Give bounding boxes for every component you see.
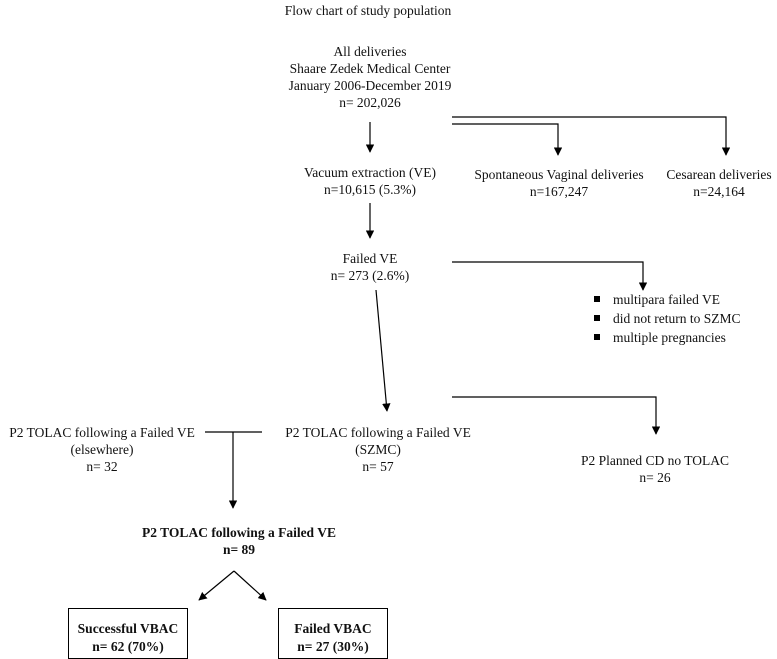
tolac-szmc-line-1: P2 TOLAC following a Failed VE xyxy=(285,425,471,440)
arrow-szmc-to-planned-cd xyxy=(452,396,661,435)
planned-cd-count: n= 26 xyxy=(639,470,671,485)
tolac-elsewhere-count: n= 32 xyxy=(86,459,118,474)
node-spontaneous-vaginal: Spontaneous Vaginal deliveries n=167,247 xyxy=(464,166,654,200)
node-tolac-total: P2 TOLAC following a Failed VE n= 89 xyxy=(134,524,344,558)
box-successful-vbac: Successful VBAC n= 62 (70%) xyxy=(68,608,188,659)
arrow-failed-to-szmc xyxy=(375,289,391,412)
node-all-deliveries: All deliveries Shaare Zedek Medical Cent… xyxy=(270,43,470,111)
failed-vbac-label: Failed VBAC xyxy=(294,621,372,636)
tolac-total-label: P2 TOLAC following a Failed VE xyxy=(142,525,336,540)
node-planned-cd: P2 Planned CD no TOLAC n= 26 xyxy=(565,452,745,486)
tolac-elsewhere-line-1: P2 TOLAC following a Failed VE xyxy=(9,425,195,440)
node-tolac-elsewhere: P2 TOLAC following a Failed VE (elsewher… xyxy=(2,424,202,475)
vacuum-extraction-count: n=10,615 (5.3%) xyxy=(324,182,416,197)
cesarean-label: Cesarean deliveries xyxy=(666,167,772,182)
all-deliveries-line-2: Shaare Zedek Medical Center xyxy=(289,61,451,76)
node-failed-ve: Failed VE n= 273 (2.6%) xyxy=(300,250,440,284)
node-tolac-szmc: P2 TOLAC following a Failed VE (SZMC) n=… xyxy=(278,424,478,475)
arrow-all-to-cesarean xyxy=(452,116,731,156)
all-deliveries-line-3: January 2006-December 2019 xyxy=(288,78,452,93)
exclusion-item: multiple pregnancies xyxy=(594,328,741,347)
successful-vbac-label: Successful VBAC xyxy=(77,621,179,636)
exclusion-item-label: multiple pregnancies xyxy=(613,330,726,345)
failed-ve-label: Failed VE xyxy=(342,251,398,266)
failed-vbac-count: n= 27 (30%) xyxy=(297,639,369,654)
planned-cd-label: P2 Planned CD no TOLAC xyxy=(580,453,729,468)
bullet-square-icon xyxy=(594,334,600,340)
exclusion-item-label: did not return to SZMC xyxy=(613,311,741,326)
cesarean-count: n=24,164 xyxy=(693,184,745,199)
arrow-failed-to-exclusions xyxy=(452,261,648,291)
arrow-total-to-failed xyxy=(233,570,267,601)
exclusion-list: multipara failed VE did not return to SZ… xyxy=(594,290,741,347)
spontaneous-vaginal-count: n=167,247 xyxy=(529,184,589,199)
node-cesarean: Cesarean deliveries n=24,164 xyxy=(664,166,774,200)
vacuum-extraction-label: Vacuum extraction (VE) xyxy=(304,165,436,180)
tolac-total-count: n= 89 xyxy=(222,542,256,557)
arrow-total-to-successful xyxy=(198,570,235,601)
chart-title: Flow chart of study population xyxy=(284,3,452,18)
tolac-elsewhere-line-2: (elsewhere) xyxy=(70,442,134,457)
exclusion-item-label: multipara failed VE xyxy=(613,292,720,307)
tolac-szmc-line-2: (SZMC) xyxy=(355,442,401,457)
node-vacuum-extraction: Vacuum extraction (VE) n=10,615 (5.3%) xyxy=(285,164,455,198)
bullet-square-icon xyxy=(594,315,600,321)
all-deliveries-line-1: All deliveries xyxy=(333,44,407,59)
spontaneous-vaginal-label: Spontaneous Vaginal deliveries xyxy=(474,167,644,182)
box-failed-vbac: Failed VBAC n= 27 (30%) xyxy=(278,608,388,659)
exclusion-item: did not return to SZMC xyxy=(594,309,741,328)
arrow-all-to-spontaneous xyxy=(452,123,563,156)
tolac-szmc-count: n= 57 xyxy=(362,459,394,474)
successful-vbac-count: n= 62 (70%) xyxy=(92,639,164,654)
bullet-square-icon xyxy=(594,296,600,302)
all-deliveries-count: n= 202,026 xyxy=(339,95,401,110)
failed-ve-count: n= 273 (2.6%) xyxy=(330,268,410,283)
exclusion-item: multipara failed VE xyxy=(594,290,741,309)
